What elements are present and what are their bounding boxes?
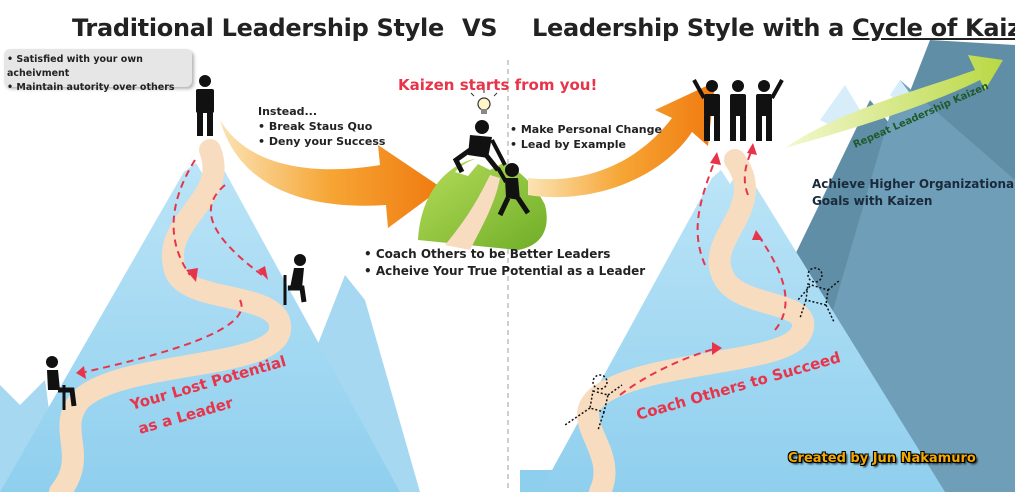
instead-block: Instead... • Break Staus Quo • Deny your… xyxy=(258,104,385,149)
person-icon xyxy=(196,75,214,136)
lime-arrow xyxy=(785,55,1003,148)
person-icon xyxy=(692,79,784,141)
achieve-block: Achieve Higher Organizational Goals with… xyxy=(812,176,1015,210)
instead-item1: • Break Staus Quo xyxy=(258,120,373,133)
right-mountain-path xyxy=(577,149,815,492)
achieve-line2: Goals with Kaizen xyxy=(812,194,933,208)
callout-line1: • Satisfied with your own acheivment xyxy=(7,54,143,79)
title-traditional: Traditional Leadership Style xyxy=(72,14,444,42)
kaizen-start-heading: Kaizen starts from you! xyxy=(398,76,598,94)
personal-item2: • Lead by Example xyxy=(510,138,626,151)
person-icon xyxy=(46,356,77,410)
achieve-line1: Achieve Higher Organizational xyxy=(812,177,1015,191)
instead-heading: Instead... xyxy=(258,105,318,118)
coach-block: • Coach Others to be Better Leaders • Ac… xyxy=(364,246,645,280)
title-kaizen-prefix: Leadership Style with a xyxy=(532,14,853,42)
personal-change-block: • Make Personal Change • Lead by Example xyxy=(510,122,662,152)
coach-item1: • Coach Others to be Better Leaders xyxy=(364,247,611,261)
left-mountain-range xyxy=(0,135,420,492)
left-mountain-path xyxy=(49,139,291,492)
right-main-peak xyxy=(540,145,945,492)
climbers-icon xyxy=(452,120,531,217)
lightbulb-icon xyxy=(470,89,498,114)
satisfied-callout: • Satisfied with your own acheivment • M… xyxy=(4,49,192,93)
title-kaizen: Leadership Style with a Cycle of Kaizen xyxy=(532,14,1015,42)
coach-item2: • Acheive Your True Potential as a Leade… xyxy=(364,264,646,278)
person-icon xyxy=(283,254,307,305)
center-hill xyxy=(418,157,547,250)
orange-arrow-right xyxy=(528,82,715,198)
left-main-peak xyxy=(0,135,400,492)
right-mountain-range xyxy=(520,40,1015,492)
title-kaizen-underlined: Cycle of Kaizen xyxy=(852,14,1015,42)
orange-arrow-left xyxy=(220,120,442,228)
callout-line2: • Maintain autority over others xyxy=(7,82,175,93)
personal-item1: • Make Personal Change xyxy=(510,123,662,136)
person-icon xyxy=(564,267,841,431)
instead-item2: • Deny your Success xyxy=(258,135,386,148)
title-vs: VS xyxy=(462,14,498,42)
credit-label: Created by Jun Nakamuro xyxy=(788,451,976,466)
